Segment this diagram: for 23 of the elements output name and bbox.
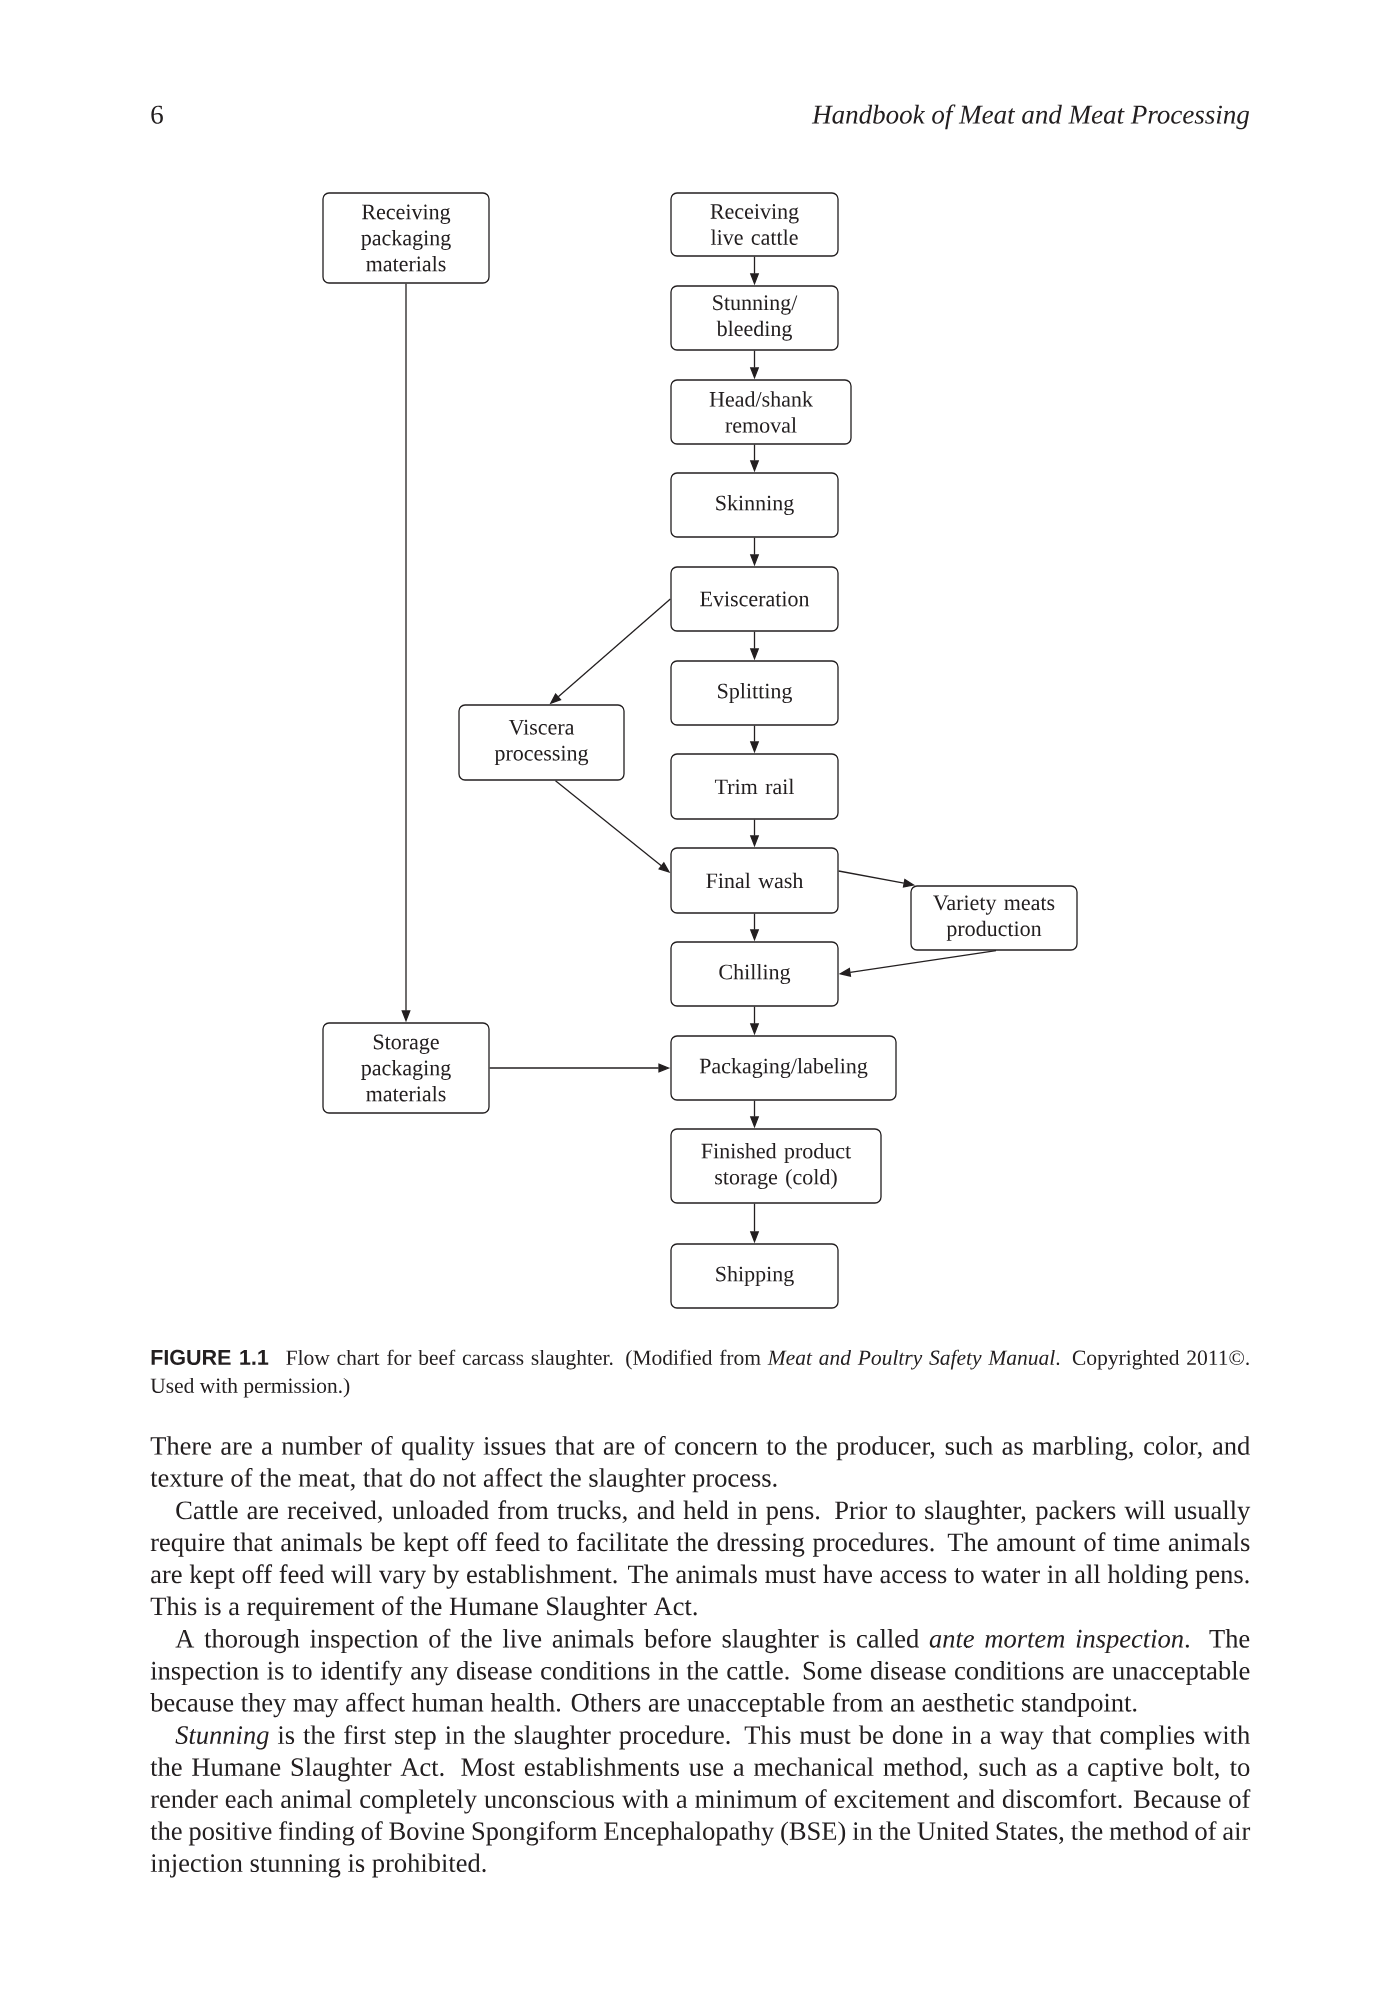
body-paragraph: A thorough inspection of the live animals before slaughter is called ante mortem inspection. The inspection is to identify any disease conditions in the cattle. Some disease conditions are unacceptable because they may affect human health. Others are unacceptable from an aesthetic standpoint. — [150, 1628, 1250, 1718]
process-box: Receiving live cattle — [670, 192, 839, 257]
process-box: Shipping — [670, 1243, 839, 1309]
process-box: Evisceration — [670, 566, 839, 632]
body-paragraph: Cattle are received, unloaded from trucks, and held in pens. Prior to slaughter, packers will usually require that animals be kept off feed to facilitate the dressing procedures. The amount of time animals are kept off feed will vary by establishment. The animals must have access to water in all holding pens. This is a requirement of the Humane Slaughter Act. — [150, 1500, 1251, 1621]
process-box: Variety meats production — [910, 885, 1078, 951]
process-box: Viscera processing — [458, 704, 625, 781]
process-box: Packaging/labeling — [670, 1035, 897, 1101]
process-box: Finished product storage (cold) — [670, 1128, 882, 1204]
page-number: 6 — [151, 105, 163, 124]
process-box: Head/shank removal — [670, 379, 852, 445]
figure-caption: FIGURE 1.1 Flow chart for beef carcass slaughter. (Modified from Meat and Poultry Safety Manual. Copyrighted 2011©. Used with permission.) — [150, 1349, 1249, 1398]
running-header: Handbook of Meat and Meat Processing — [811, 104, 1250, 130]
process-box: Final wash — [670, 847, 839, 914]
body-paragraph: Stunning is the first step in the slaughter procedure. This must be done in a way that complies with the Humane Slaughter Act. Most establishments use a mechanical method, such as a captive bolt, to render each animal completely unconscious with a minimum of excitement and discomfort. Because of the positive finding of Bovine Spongiform Encephalopathy (BSE) in the United States, the method of air injection stunning is prohibited. — [150, 1725, 1251, 1878]
process-box: Trim rail — [670, 753, 839, 820]
body-paragraph: There are a number of quality issues that are of concern to the producer, such as marbling, color, and texture of the meat, that do not affect the slaughter process. — [150, 1435, 1250, 1493]
process-box: Stunning/ bleeding — [670, 285, 839, 351]
process-box: Storage packaging materials — [322, 1022, 490, 1114]
process-box: Splitting — [670, 660, 839, 726]
process-box: Chilling — [670, 941, 839, 1007]
process-box: Receiving packaging materials — [322, 192, 490, 284]
process-box: Skinning — [670, 472, 839, 538]
